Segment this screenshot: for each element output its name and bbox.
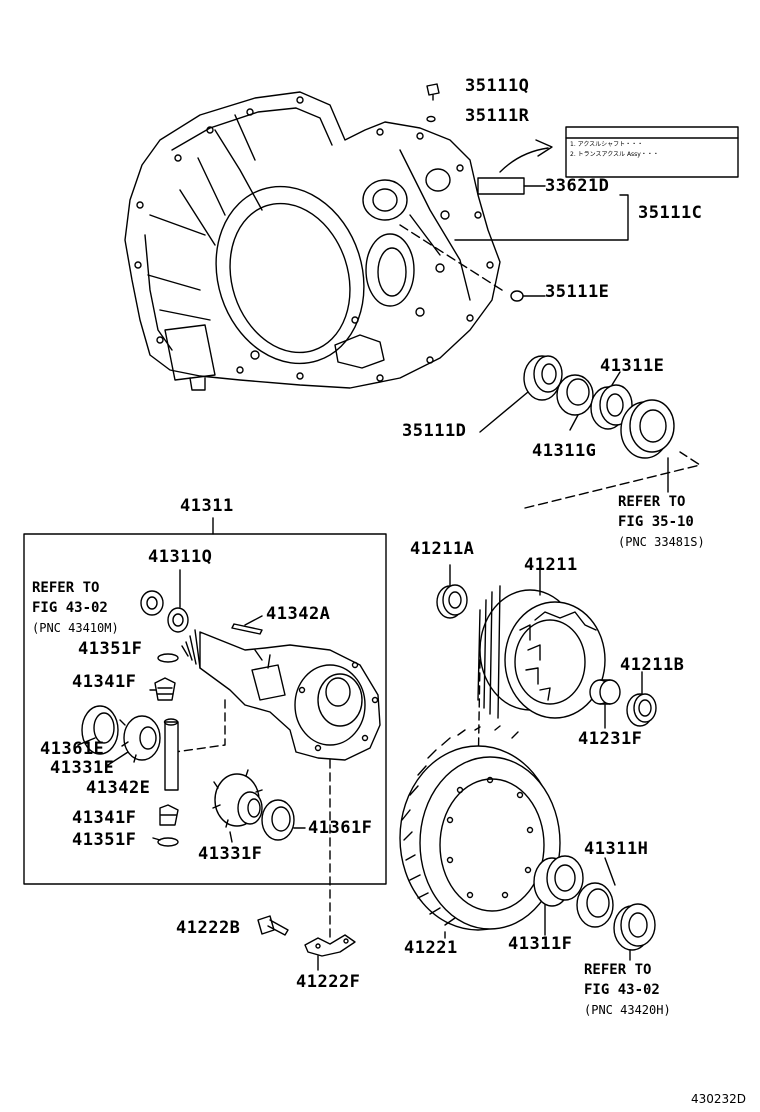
- part-number-41361E: 41361E: [40, 739, 105, 759]
- part-number-41351F-upper: 41351F: [78, 639, 143, 659]
- bearing-41311F: [533, 855, 584, 907]
- part-number-35111Q: 35111Q: [465, 76, 530, 96]
- part-number-41331F: 41331F: [198, 844, 263, 864]
- gasket-35111R: [426, 115, 436, 123]
- part-number-35111E: 35111E: [545, 282, 610, 302]
- part-number-41222F: 41222F: [296, 972, 361, 992]
- race-43420H: [613, 903, 656, 951]
- part-number-41311: 41311: [180, 496, 234, 516]
- part-number-41311E: 41311E: [600, 356, 665, 376]
- shim-41311H: [576, 882, 614, 928]
- shim-41311G: [556, 374, 594, 416]
- washer-41361F: [261, 799, 295, 841]
- lock-plate-41222F: [304, 934, 356, 957]
- side-gear-41331E: [119, 715, 161, 763]
- reference-fig-43-02-upper: REFER TO FIG 43-02 (PNC 43410M): [32, 580, 119, 635]
- pinion-41341F-lower: [159, 804, 179, 826]
- part-number-41361F: 41361F: [308, 818, 373, 838]
- figure-id: 430232D: [690, 1092, 746, 1106]
- part-number-41311Q: 41311Q: [148, 547, 213, 567]
- washer-41361E: [81, 705, 119, 755]
- differential-case: [181, 629, 381, 761]
- race-33481S: [620, 399, 675, 459]
- part-number-35111R: 35111R: [465, 106, 530, 126]
- part-number-41351F-lower: 41351F: [72, 830, 137, 850]
- reference-fig-43-02-lower: REFER TO FIG 43-02 (PNC 43420H): [584, 962, 671, 1017]
- part-number-35111C: 35111C: [638, 203, 703, 223]
- part-number-41311F: 41311F: [508, 934, 573, 954]
- label-card-line-2: 2. トランスアクスル Assy・・・: [570, 151, 659, 158]
- label-card: [565, 126, 739, 178]
- part-number-41342A: 41342A: [266, 604, 331, 624]
- part-number-41331E: 41331E: [50, 758, 115, 778]
- pinion-41341F-upper: [154, 677, 176, 701]
- oil-seal-35111E: [510, 290, 524, 302]
- side-gear-41331F: [212, 769, 263, 828]
- race-41211B: [626, 693, 657, 727]
- part-number-41341F-lower: 41341F: [72, 808, 137, 828]
- part-number-41211A: 41211A: [410, 539, 475, 559]
- reference-fig-35-10: REFER TO FIG 35-10 (PNC 33481S): [618, 494, 705, 549]
- part-number-41231F: 41231F: [578, 729, 643, 749]
- part-number-41311H: 41311H: [584, 839, 649, 859]
- part-number-41221: 41221: [404, 938, 458, 958]
- washer-41351F-lower: [157, 837, 179, 847]
- part-number-35111D: 35111D: [402, 421, 467, 441]
- part-number-33621D: 33621D: [545, 176, 610, 196]
- part-number-41222B: 41222B: [176, 918, 241, 938]
- part-number-41211: 41211: [524, 555, 578, 575]
- seal-35111D: [523, 355, 563, 401]
- sleeve-33621D: [477, 177, 525, 195]
- washer-41351F-upper: [157, 653, 179, 663]
- bearing-41211A: [436, 584, 468, 619]
- drive-gear-41211: [477, 585, 606, 719]
- transaxle-housing: [124, 91, 501, 391]
- bracket-35111C: [454, 194, 629, 241]
- pin-41342A: [231, 623, 263, 635]
- label-card-text: 1. アクスルシャフト・・・ 2. トランスアクスル Assy・・・: [570, 140, 735, 160]
- label-card-line-1: 1. アクスルシャフト・・・: [570, 141, 644, 148]
- part-number-41211B: 41211B: [620, 655, 685, 675]
- bearing-41231F: [589, 679, 621, 705]
- shaft-41342E: [163, 718, 179, 791]
- bolt-41222B: [257, 915, 289, 936]
- bearing-41311Q: [140, 590, 189, 633]
- ring-gear-41221: [399, 725, 561, 931]
- part-number-41311G: 41311G: [532, 441, 597, 461]
- plug-35111Q: [426, 83, 440, 101]
- part-number-41342E: 41342E: [86, 778, 151, 798]
- part-number-41341F-upper: 41341F: [72, 672, 137, 692]
- label-card-arrow: [499, 139, 553, 173]
- differential-case-group-box: [23, 533, 387, 885]
